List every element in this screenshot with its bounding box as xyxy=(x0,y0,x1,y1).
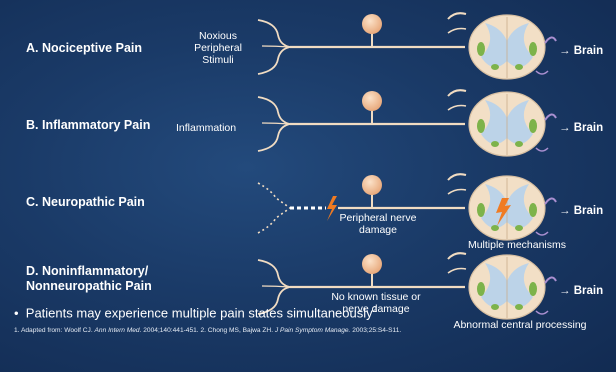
row-a-nerve-ending-upper xyxy=(258,20,290,47)
row-a-nerve-ending-middle xyxy=(262,46,290,47)
row-d-tract-bottom-right xyxy=(515,304,523,310)
row-d-tract-bottom-left xyxy=(491,304,499,310)
row-d-nerve-ending-upper xyxy=(258,260,290,287)
row-c-nerve-ending-upper xyxy=(258,183,290,208)
row-b-tract-left xyxy=(477,119,485,133)
row-a-tract-left xyxy=(477,42,485,56)
row-c-tract-left xyxy=(477,203,485,217)
row-a-descending-tract xyxy=(536,71,548,74)
row-b-stimulus-label: Inflammation xyxy=(176,122,236,134)
row-c-brain-label: → Brain xyxy=(559,205,603,217)
row-c-ascending-tract xyxy=(545,198,556,204)
row-c-cell-body xyxy=(362,175,382,195)
row-a-root-lower xyxy=(448,29,466,34)
row-a-nerve-ending-lower xyxy=(258,47,290,74)
row-a-tract-bottom-left xyxy=(491,64,499,70)
row-b-nerve-ending-lower xyxy=(258,124,290,151)
row-c-title: C. Neuropathic Pain xyxy=(26,195,145,210)
row-d-root-lower xyxy=(448,269,466,274)
row-b-nerve-ending-middle xyxy=(262,123,290,124)
row-a-title: A. Nociceptive Pain xyxy=(26,41,142,56)
row-d-root-upper xyxy=(448,253,466,259)
row-a-root-upper xyxy=(448,13,466,19)
row-c-descending-tract xyxy=(536,232,548,235)
row-a-brain-label: → Brain xyxy=(559,45,603,57)
row-d-cell-body xyxy=(362,254,382,274)
row-c-tract-bottom-left xyxy=(491,225,499,231)
bullet-point: • Patients may experience multiple pain … xyxy=(14,305,377,320)
footnote: 1. Adapted from: Woolf CJ. Ann Intern Me… xyxy=(14,327,401,334)
row-d-tract-right xyxy=(529,282,537,296)
row-d-central-processing-label: Abnormal central processing xyxy=(440,319,600,331)
row-d-ascending-tract xyxy=(545,277,556,283)
row-c-mechanisms-label: Multiple mechanisms xyxy=(457,239,577,251)
row-b-descending-tract xyxy=(536,148,548,151)
row-b-tract-bottom-left xyxy=(491,141,499,147)
row-b-tract-right xyxy=(529,119,537,133)
row-b-cell-body xyxy=(362,91,382,111)
row-a-ascending-tract xyxy=(545,37,556,43)
row-b-root-upper xyxy=(448,90,466,96)
row-d-brain-label: → Brain xyxy=(559,285,603,297)
row-b-title: B. Inflammatory Pain xyxy=(26,118,150,133)
row-c-nerve-ending-lower xyxy=(258,208,290,233)
row-d-nerve-ending-middle xyxy=(262,286,290,287)
row-c-root-lower xyxy=(448,190,466,195)
row-c-root-upper xyxy=(448,174,466,180)
row-b-tract-bottom-right xyxy=(515,141,523,147)
row-b-brain-label: → Brain xyxy=(559,122,603,134)
row-d-title: D. Noninflammatory/ Nonneuropathic Pain xyxy=(26,264,152,294)
row-d-descending-tract xyxy=(536,311,548,314)
row-a-stimulus-label: Noxious Peripheral Stimuli xyxy=(190,30,246,66)
row-c-tract-right xyxy=(529,203,537,217)
row-b-root-lower xyxy=(448,106,466,111)
row-d-tract-left xyxy=(477,282,485,296)
row-c-nerve-damage-label: Peripheral nerve damage xyxy=(336,212,420,236)
row-a-tract-right xyxy=(529,42,537,56)
row-c-tract-bottom-right xyxy=(515,225,523,231)
row-a-tract-bottom-right xyxy=(515,64,523,70)
row-b-ascending-tract xyxy=(545,114,556,120)
row-a-cell-body xyxy=(362,14,382,34)
row-b-nerve-ending-upper xyxy=(258,97,290,124)
